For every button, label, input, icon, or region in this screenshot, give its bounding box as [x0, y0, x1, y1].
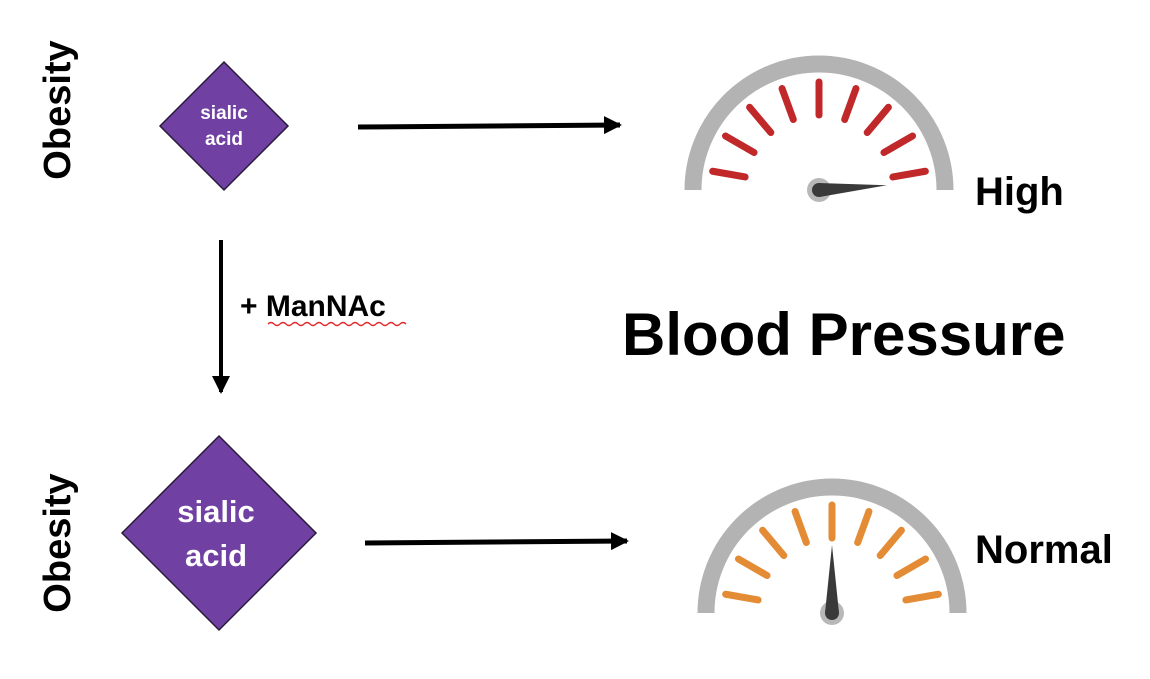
- gauge-tick: [876, 526, 905, 560]
- needle-hub: [825, 606, 839, 620]
- gauge-tick: [863, 103, 892, 137]
- spellcheck-underline: [267, 321, 407, 327]
- arrow-top: [357, 116, 622, 135]
- sialic-acid-diamond-top: sialic acid: [158, 60, 290, 192]
- gauge-normal: [697, 478, 967, 625]
- gauge-tick: [746, 103, 775, 137]
- gauge-tick: [734, 555, 771, 579]
- gauge-needle: [818, 183, 887, 197]
- gauge-needle: [825, 545, 839, 613]
- gauge-tick: [722, 590, 762, 604]
- arrow-bottom: [364, 532, 629, 551]
- condition-label-top: Obesity: [37, 40, 79, 179]
- diamond-text-line2: acid: [185, 538, 247, 573]
- title: Blood Pressure: [622, 301, 1065, 368]
- gauge-tick: [854, 508, 873, 547]
- condition-label-bottom: Obesity: [37, 473, 79, 612]
- diamond-text-line1: sialic: [200, 103, 248, 124]
- gauge-high: [684, 55, 954, 202]
- gauge-tick: [778, 85, 797, 124]
- gauge-arc: [684, 55, 954, 191]
- gauge-tick: [841, 85, 860, 124]
- gauge-tick: [721, 132, 758, 156]
- needle-hub: [812, 183, 826, 197]
- gauge-tick: [759, 526, 788, 560]
- diamond-text-line1: sialic: [177, 494, 255, 529]
- gauge-tick: [880, 132, 917, 156]
- diamond-text-line2: acid: [205, 129, 243, 150]
- level-label-normal: Normal: [975, 528, 1113, 572]
- sialic-acid-diamond-bottom: sialic acid: [120, 434, 318, 632]
- gauge-tick: [902, 590, 942, 604]
- level-label-high: High: [975, 170, 1064, 214]
- treatment-label: + ManNAc: [240, 290, 386, 323]
- gauge-tick: [893, 555, 930, 579]
- gauge-tick: [709, 167, 749, 181]
- gauge-arc: [697, 478, 967, 614]
- gauge-tick: [791, 508, 810, 547]
- gauge-tick: [889, 167, 929, 181]
